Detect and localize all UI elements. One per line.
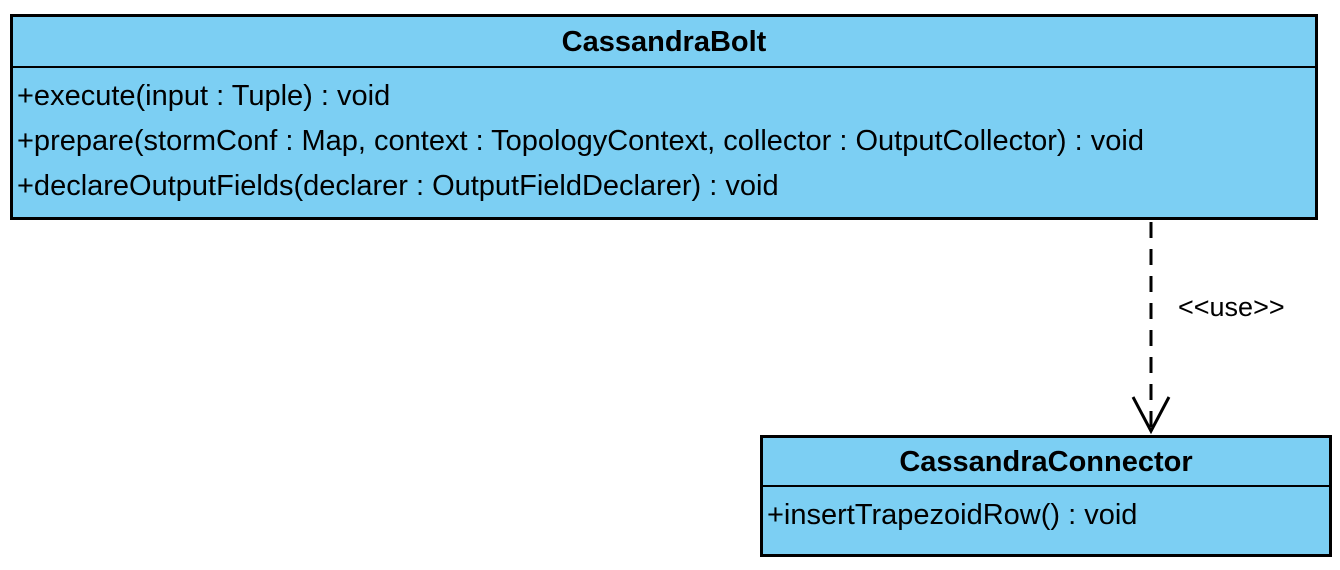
class-name: CassandraBolt [13, 17, 1315, 68]
operation-declare-output-fields: +declareOutputFields(declarer : OutputFi… [17, 170, 779, 202]
class-name: CassandraConnector [763, 438, 1329, 487]
operation-prepare: +prepare(stormConf : Map, context : Topo… [17, 125, 1144, 157]
operations-compartment: +insertTrapezoidRow() : void [763, 487, 1329, 537]
dependency-stereotype-label: <<use>> [1178, 292, 1285, 322]
class-cassandra-connector[interactable]: CassandraConnector +insertTrapezoidRow()… [760, 435, 1332, 557]
class-cassandra-bolt[interactable]: CassandraBolt +execute(input : Tuple) : … [10, 14, 1318, 220]
operation-execute: +execute(input : Tuple) : void [17, 80, 391, 112]
operation-insert-trapezoid-row: +insertTrapezoidRow() : void [767, 499, 1138, 531]
operations-compartment: +execute(input : Tuple) : void +prepare(… [13, 68, 1315, 209]
dependency-arrowhead [1131, 396, 1171, 435]
